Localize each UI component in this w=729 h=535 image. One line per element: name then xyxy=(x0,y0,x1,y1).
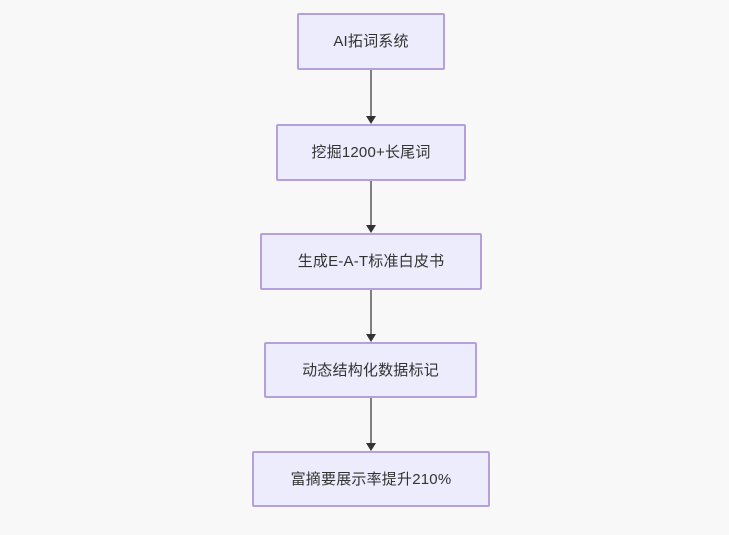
edge-line xyxy=(370,181,372,226)
flowchart-edge-n3-n4 xyxy=(362,290,380,342)
flowchart-node-label: 富摘要展示率提升210% xyxy=(290,470,452,488)
flowchart-edge-n4-n5 xyxy=(362,398,380,451)
arrow-head-icon xyxy=(366,225,376,233)
edge-line xyxy=(370,398,372,444)
arrow-head-icon xyxy=(366,334,376,342)
flowchart-node-n2[interactable]: 挖掘1200+长尾词 xyxy=(276,124,466,181)
flowchart-node-label: 挖掘1200+长尾词 xyxy=(311,144,431,161)
edge-line xyxy=(370,290,372,335)
flowchart-node-n1[interactable]: AI拓词系统 xyxy=(297,13,445,70)
arrow-head-icon xyxy=(366,116,376,124)
edge-line xyxy=(370,70,372,117)
flowchart-node-label: AI拓词系统 xyxy=(333,33,409,50)
flowchart-node-n3[interactable]: 生成E-A-T标准白皮书 xyxy=(260,233,482,290)
flowchart-node-label: 生成E-A-T标准白皮书 xyxy=(297,253,445,270)
arrow-head-icon xyxy=(366,443,376,451)
flowchart-node-n5[interactable]: 富摘要展示率提升210% xyxy=(252,451,490,507)
flowchart-node-n4[interactable]: 动态结构化数据标记 xyxy=(264,342,477,398)
flowchart-edge-n2-n3 xyxy=(362,181,380,233)
flowchart-edge-n1-n2 xyxy=(362,70,380,124)
flowchart-node-label: 动态结构化数据标记 xyxy=(302,361,439,379)
